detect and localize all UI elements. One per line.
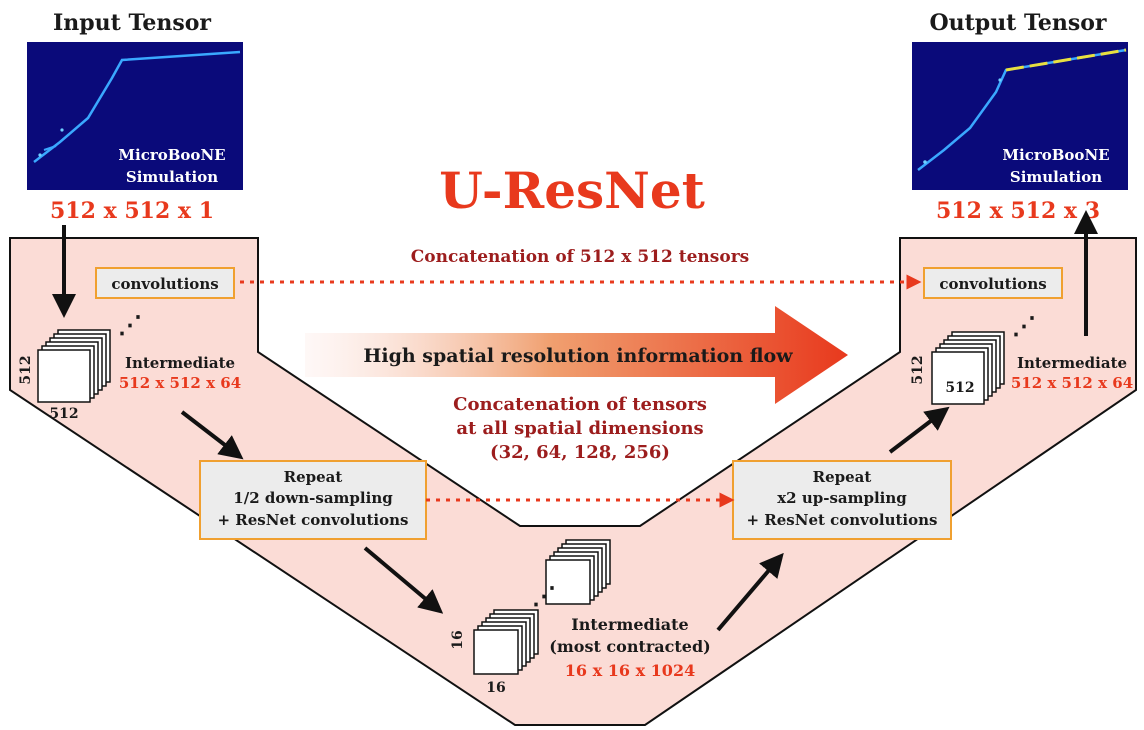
concat-all-line-1: Concatenation of tensors — [453, 394, 707, 415]
concat-512-label: Concatenation of 512 x 512 tensors — [411, 247, 749, 267]
left-convolutions-box — [95, 267, 235, 299]
bottom-feature-map-stack-upper — [545, 539, 611, 605]
upsampling-line-3: + ResNet convolutions — [746, 511, 937, 529]
left-convolutions-label: convolutions — [111, 275, 218, 293]
arrow-from-bottom — [716, 552, 784, 632]
diagram-title: U-ResNet — [439, 161, 705, 220]
bottom-stack-side-label: 16 — [450, 630, 466, 649]
output-image-label-2: Simulation — [1010, 168, 1102, 186]
downsampling-line-2: 1/2 down-sampling — [233, 489, 393, 507]
arrow-to-bottom — [363, 546, 444, 614]
downsampling-line-1: Repeat — [284, 468, 343, 486]
upsampling-line-1: Repeat — [813, 468, 872, 486]
feature-map-layer — [931, 351, 985, 405]
output-image-label-1: MicroBooNE — [1002, 146, 1109, 164]
input-image-label-1: MicroBooNE — [118, 146, 225, 164]
concat-all-line-2: at all spatial dimensions — [456, 418, 703, 439]
feature-map-layer — [545, 559, 591, 605]
right-stack-bottom-label: 512 — [945, 380, 974, 396]
concat-all-line-3: (32, 64, 128, 256) — [490, 442, 670, 463]
output-tensor-heading: Output Tensor — [929, 10, 1106, 36]
upsampling-box — [732, 460, 952, 540]
input-tensor-shape: 512 x 512 x 1 — [50, 198, 214, 224]
bottom-stack-bottom-label: 16 — [486, 680, 505, 696]
left-feature-map-stack — [37, 329, 111, 403]
right-intermediate-shape: 512 x 512 x 64 — [1011, 374, 1133, 392]
downsampling-line-3: + ResNet convolutions — [217, 511, 408, 529]
arrow-from-upsampling — [888, 406, 950, 454]
right-feature-map-stack — [931, 331, 1005, 405]
input-tensor-image: MicroBooNE Simulation — [27, 42, 243, 190]
right-convolutions-box — [923, 267, 1063, 299]
bottom-stack-ellipsis: ⋰ — [532, 581, 556, 610]
left-intermediate-shape: 512 x 512 x 64 — [119, 374, 241, 392]
arrow-to-downsampling — [180, 410, 244, 460]
high-resolution-flow-label: High spatial resolution information flow — [363, 345, 793, 367]
left-stack-ellipsis: ⋰ — [118, 310, 142, 339]
right-intermediate-label: Intermediate — [1017, 354, 1127, 372]
right-stack-side-label: 512 — [910, 355, 926, 384]
right-stack-ellipsis: ⋰ — [1012, 311, 1036, 340]
left-stack-bottom-label: 512 — [49, 406, 78, 422]
upsampling-line-2: x2 up-sampling — [777, 489, 907, 507]
bottom-label-line-2: (most contracted) — [549, 637, 710, 656]
feature-map-layer — [37, 349, 91, 403]
input-image-label-2: Simulation — [126, 168, 218, 186]
input-tensor-heading: Input Tensor — [53, 10, 211, 36]
feature-map-layer — [473, 629, 519, 675]
right-convolutions-label: convolutions — [939, 275, 1046, 293]
bottom-feature-map-stack-lower — [473, 609, 539, 675]
high-resolution-flow-arrow — [305, 306, 848, 404]
left-stack-side-label: 512 — [18, 355, 34, 384]
output-tensor-image: MicroBooNE Simulation — [912, 42, 1128, 190]
bottom-shape: 16 x 16 x 1024 — [565, 661, 695, 680]
output-tensor-shape: 512 x 512 x 3 — [936, 198, 1100, 224]
left-intermediate-label: Intermediate — [125, 354, 235, 372]
bottom-label-line-1: Intermediate — [571, 615, 688, 634]
